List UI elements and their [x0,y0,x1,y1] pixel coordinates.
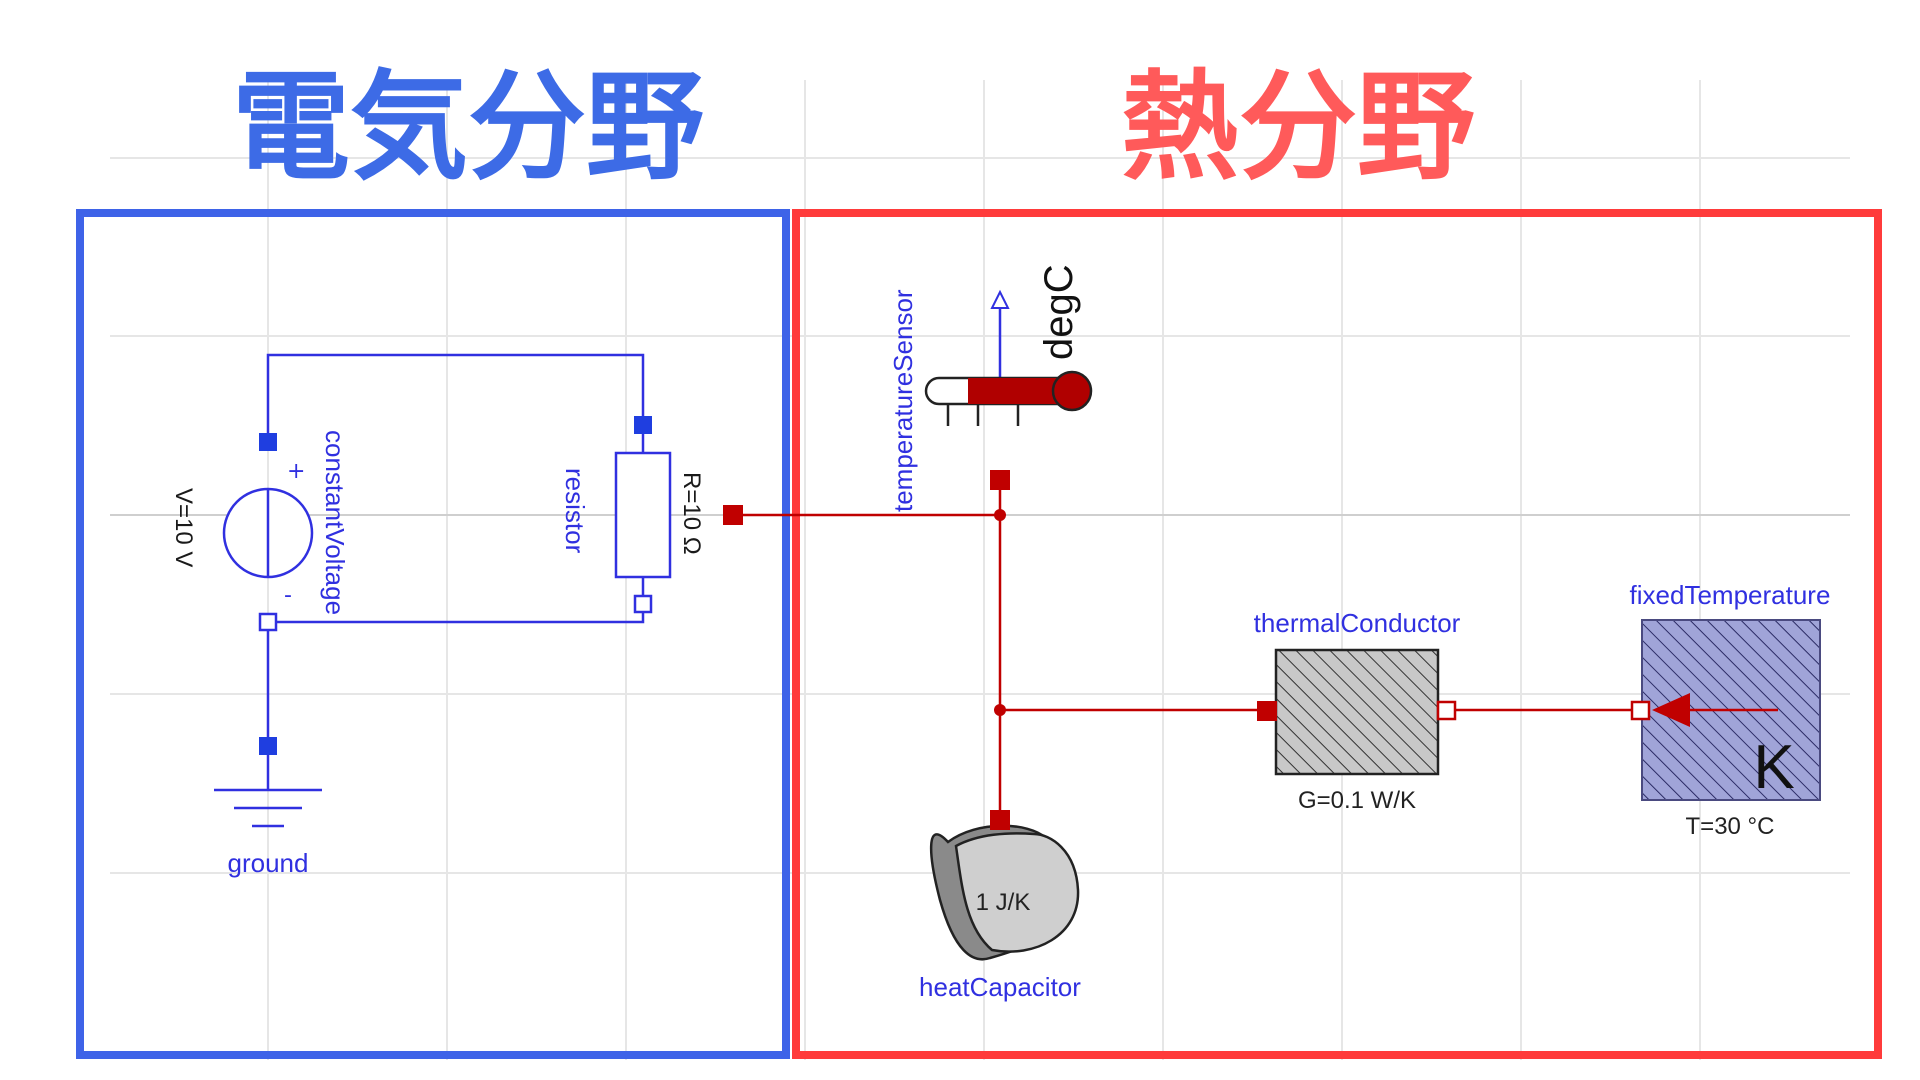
minus-sign: - [284,583,292,608]
thermal-wires [743,489,1636,812]
junction-top [994,509,1006,521]
fixed-temperature-parameter: T=30 °C [1686,813,1775,840]
kelvin-symbol: K [1753,733,1794,802]
plus-sign: + [287,459,305,484]
fixed-temperature[interactable]: K [1630,619,1821,802]
thermal-conductor-label: thermalConductor [1254,608,1461,638]
fixed-temperature-arrow [1652,693,1690,727]
temperature-sensor-label: temperatureSensor [888,289,918,512]
sensor-output-arrow[interactable] [990,289,1010,309]
sensor-heat-port[interactable] [990,470,1010,490]
heat-capacitor-parameter: 1 J/K [976,889,1031,916]
fixed-temperature-label: fixedTemperature [1630,580,1831,610]
voltage-positive-pin[interactable] [259,433,277,451]
sensor-unit-label: degC [1037,264,1081,360]
ground[interactable] [214,737,322,828]
electrical-header: 電気分野 [232,58,704,196]
resistor-label: resistor [560,468,590,554]
capacitor-heat-port[interactable] [990,810,1010,830]
heat-capacitor-label: heatCapacitor [919,972,1081,1002]
conductor-port-a[interactable] [1257,701,1277,721]
resistor-heat-port[interactable] [723,505,743,525]
voltage-parameter: V=10 V [170,488,197,567]
constant-voltage-label: constantVoltage [320,430,350,615]
resistor-parameter: R=10 Ω [678,472,705,555]
conductor-port-b[interactable] [1436,700,1457,721]
resistor-pin-top[interactable] [634,416,652,434]
thermal-domain-frame [792,209,1882,1059]
electrical-domain-frame [76,209,790,1059]
fixed-temperature-port[interactable] [1630,700,1651,721]
temperature-sensor[interactable] [924,289,1093,490]
thermal-conductor-parameter: G=0.1 W/K [1298,787,1416,814]
resistor-pin-bottom[interactable] [633,594,653,614]
thermal-header: 熱分野 [1121,58,1475,196]
constant-voltage-source[interactable]: + - [222,433,314,632]
heat-capacitor[interactable]: 1 J/K [929,810,1080,961]
thermal-conductor[interactable] [1257,648,1457,776]
resistor[interactable] [614,416,743,614]
junction-middle [994,704,1006,716]
voltage-negative-pin[interactable] [258,612,278,632]
ground-pin[interactable] [259,737,277,755]
ground-label: ground [228,848,309,878]
